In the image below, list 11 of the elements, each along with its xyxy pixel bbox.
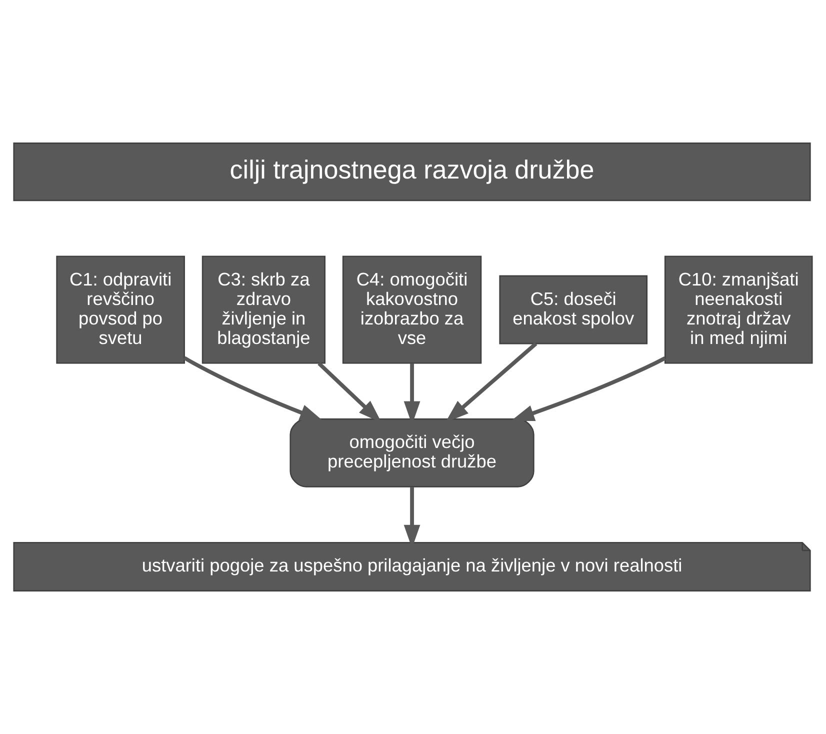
arrow	[510, 356, 666, 421]
node-box: cilji trajnostnega razvoja družbe	[13, 142, 811, 202]
arrow	[183, 356, 324, 422]
arrow	[318, 362, 382, 423]
arrow	[445, 342, 538, 423]
node-box: C10: zmanjšati neenakosti znotraj držav in med njimi	[664, 256, 813, 364]
node-box: omogočiti večjo precepljenost družbe	[290, 418, 534, 488]
node-box: C3: skrb za zdravo življenje in blagostanje	[202, 256, 326, 364]
node-box: C5: doseči enakost spolov	[499, 275, 648, 344]
node-box: C4: omogočiti kakovostno izobrazbo za vse	[342, 256, 482, 364]
node-box: C1: odpraviti revščino povsod po svetu	[56, 256, 185, 364]
